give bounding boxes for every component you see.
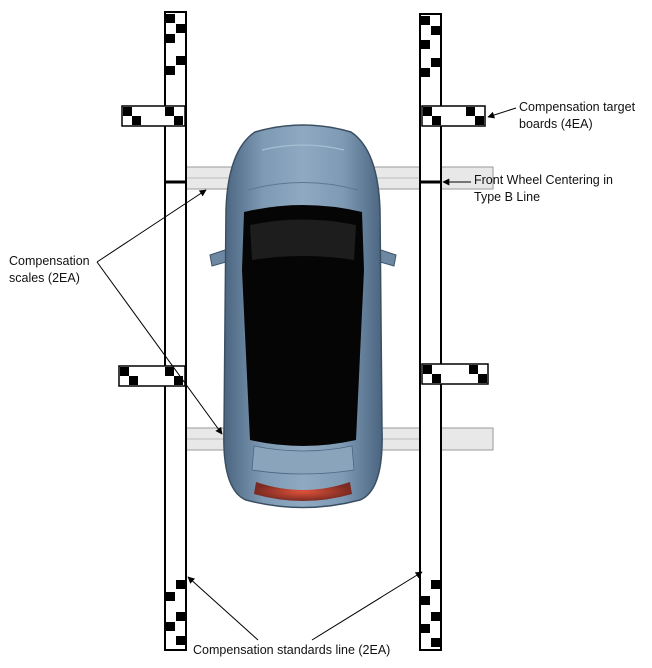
leader-target-boards (487, 107, 517, 119)
label-compensation-scales: Compensation scales (2EA) (9, 253, 90, 287)
target-board-left-rear (118, 365, 186, 387)
target-board-right-rear (421, 363, 489, 385)
label-front-wheel-centering: Front Wheel Centering in Type B Line (474, 172, 613, 206)
compensation-standards-line-left (164, 11, 187, 651)
label-compensation-standards-line: Compensation standards line (2EA) (193, 642, 390, 659)
leader-scales (96, 189, 223, 435)
label-line: Compensation target (519, 100, 636, 114)
leader-standards-line (187, 571, 423, 641)
car-top-view-icon (209, 124, 397, 509)
label-compensation-target-boards: Compensation target boards (4EA) (519, 99, 635, 133)
target-board-left-front (121, 105, 186, 127)
label-line: Type B Line (474, 190, 541, 204)
label-line: boards (4EA) (519, 117, 593, 131)
label-line: scales (2EA) (9, 271, 80, 285)
target-board-right-front (421, 105, 486, 127)
compensation-standards-line-right (419, 13, 442, 651)
label-line: Front Wheel Centering in (474, 173, 613, 187)
compensation-scale-right-rear (437, 427, 494, 451)
label-line: Compensation (9, 254, 90, 268)
label-line: Compensation standards line (2EA) (193, 643, 391, 657)
